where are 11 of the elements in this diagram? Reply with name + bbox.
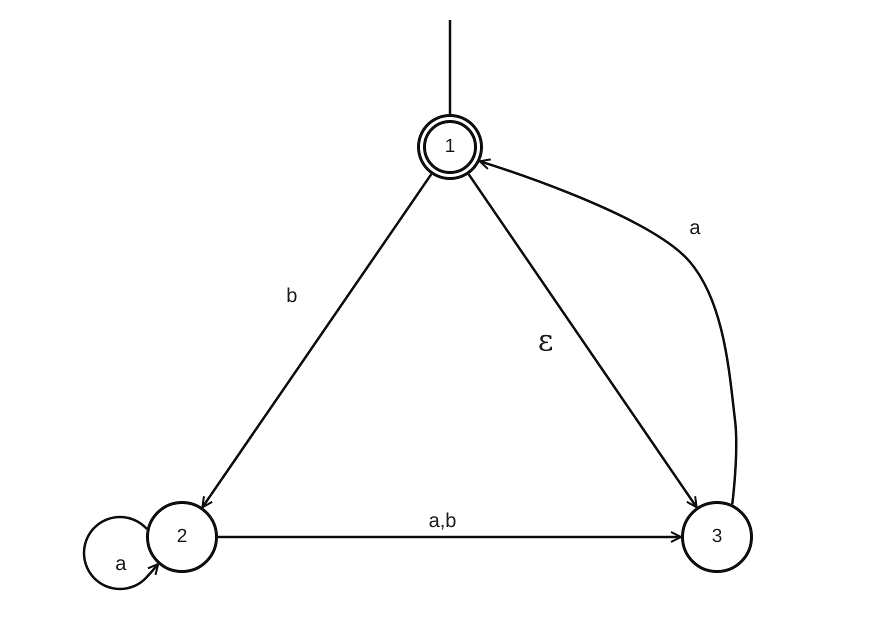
- transition-arrow: [218, 531, 682, 543]
- state-circle: [146, 501, 218, 573]
- edge-label: a,b: [426, 510, 458, 532]
- transition-arrow: [468, 174, 698, 508]
- state-label: 2: [176, 526, 188, 548]
- state-label: 3: [712, 526, 722, 548]
- transition-arrow: [82, 516, 160, 590]
- state-label: 1: [444, 136, 456, 158]
- transition-arrow: [201, 173, 432, 508]
- transition-arrow: [478, 158, 738, 505]
- start-line: [448, 20, 452, 114]
